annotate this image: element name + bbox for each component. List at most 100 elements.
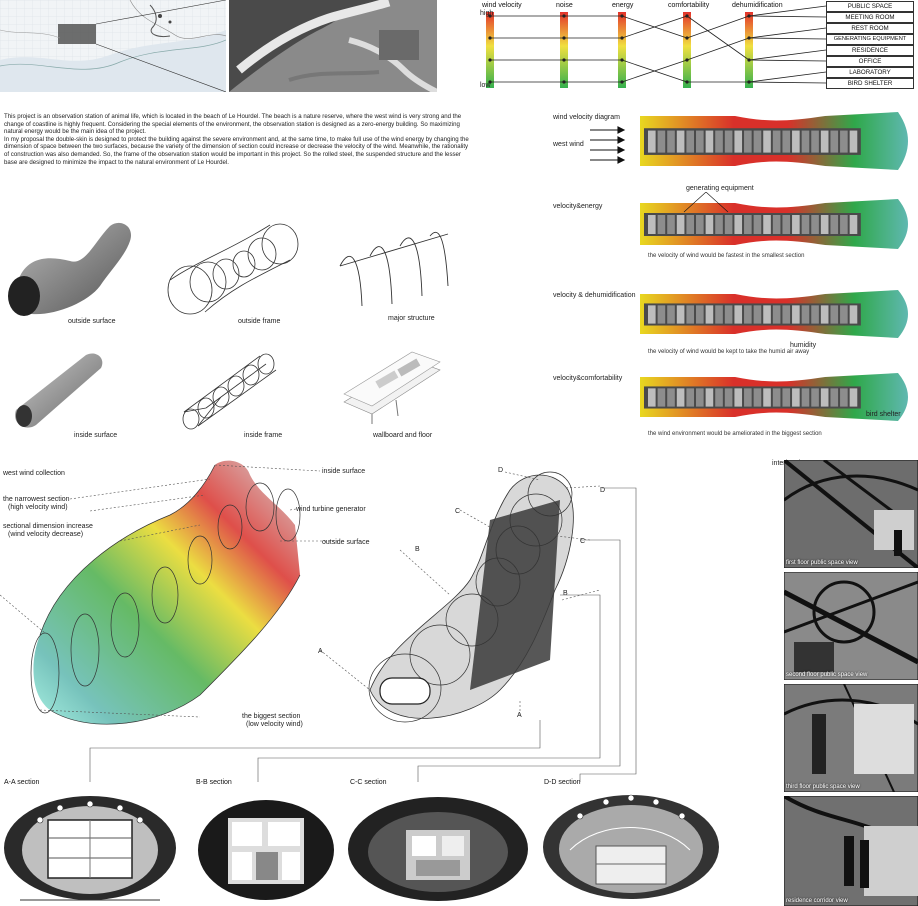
function-residence: RESIDENCE <box>826 45 914 56</box>
matrix-col-dehumid: dehumidification <box>732 2 783 9</box>
wind-arrows <box>588 124 628 164</box>
section-strip-room <box>792 130 800 153</box>
caption-second-floor: second floor public space view <box>786 672 868 678</box>
section-strip-room <box>772 215 781 234</box>
section-strip-room <box>686 305 695 324</box>
annot-bird-shelter: bird shelter <box>866 411 901 418</box>
section-strip-room <box>744 305 752 324</box>
label-west-wind: west wind <box>553 141 584 148</box>
section-strip-room <box>849 305 858 324</box>
section-strip-room <box>830 388 839 407</box>
section-strip-room <box>667 215 675 234</box>
section-strip-room <box>801 388 810 407</box>
section-strip-room <box>820 305 829 324</box>
section-strip-room <box>715 215 723 234</box>
scale-high: high <box>480 10 494 17</box>
section-strip-room <box>820 130 829 153</box>
section-strip-room <box>724 215 733 234</box>
section-strip-room <box>840 388 848 407</box>
label-biggest-sub: (low velocity wind) <box>246 721 303 728</box>
axo-structure <box>300 460 640 750</box>
section-strip-room <box>772 388 781 407</box>
cut-letter-c-left: C <box>455 508 461 515</box>
caption-energy: the velocity of wind would be fastest in… <box>648 253 805 259</box>
section-strip-room <box>782 388 791 407</box>
caption-residence-corridor: residence corridor view <box>786 898 848 904</box>
section-strip-room <box>772 130 781 153</box>
label-wallboard-floor: wallboard and floor <box>373 432 433 439</box>
cut-letter-a-left: A <box>318 648 323 655</box>
section-strip-room <box>840 130 848 153</box>
title-comfortability: velocity&comfortability <box>553 375 623 382</box>
section-strip-room <box>849 130 858 153</box>
section-strip-room <box>744 130 752 153</box>
cut-letter-b-right: B <box>563 590 568 597</box>
aerial-photo <box>229 0 437 92</box>
section-strip-room <box>830 130 839 153</box>
section-strip-room <box>705 130 714 153</box>
section-strip-room <box>782 215 791 234</box>
caption-comfortability: the wind environment would be ameliorate… <box>648 431 822 437</box>
interior-third-floor: third floor public space view <box>784 684 918 792</box>
caption-third-floor: third floor public space view <box>786 784 860 790</box>
section-strip-room <box>753 388 762 407</box>
section-strip-room <box>648 130 656 153</box>
intro-paragraph-1: This project is an observation station o… <box>4 113 462 136</box>
section-strip-room <box>792 215 800 234</box>
section-strip-room <box>715 388 723 407</box>
section-strip-room <box>830 305 839 324</box>
section-strip-room <box>753 305 762 324</box>
section-strip-room <box>676 305 685 324</box>
matrix-lines <box>486 5 827 88</box>
section-strip-room <box>811 305 819 324</box>
section-strip-room <box>801 215 810 234</box>
label-narrowest-sub: (high velocity wind) <box>8 504 68 511</box>
section-strip-room <box>686 388 695 407</box>
label-inside-frame: inside frame <box>244 432 283 439</box>
function-rest-room: REST ROOM <box>826 23 914 34</box>
diagram-wind-velocity <box>640 112 918 170</box>
label-outside-surface: outside surface <box>68 318 116 325</box>
function-generating-equipment: GENERATING EQUIPMENT <box>826 34 914 45</box>
bar-wind <box>486 12 494 88</box>
section-strip-room <box>667 388 675 407</box>
bar-energy <box>618 12 626 88</box>
section-strip-room <box>753 215 762 234</box>
section-strip-room <box>734 388 743 407</box>
label-outside-surface-axo: outside surface <box>322 539 370 546</box>
section-strip-room <box>667 130 675 153</box>
cut-letter-a-right: A <box>517 712 522 719</box>
interior-residence-corridor: residence corridor view <box>784 796 918 906</box>
section-strip-room <box>648 215 656 234</box>
matrix-col-comfort: comfortability <box>668 2 710 9</box>
component-inside-frame <box>176 350 286 430</box>
intro-text: This project is an observation station o… <box>4 113 472 166</box>
section-strip-room <box>849 388 858 407</box>
label-biggest-section: the biggest section <box>242 713 301 720</box>
interior-first-floor: first floor public space view <box>784 460 918 568</box>
function-meeting-room: MEETING ROOM <box>826 12 914 23</box>
section-strip-room <box>705 305 714 324</box>
section-strip-room <box>734 130 743 153</box>
label-west-wind-collection: west wind collection <box>3 470 65 477</box>
section-strip-room <box>840 215 848 234</box>
section-strip-room <box>801 130 810 153</box>
section-strip-room <box>840 305 848 324</box>
section-strip-room <box>715 130 723 153</box>
section-strip-room <box>763 130 771 153</box>
annot-generating-equipment: generating equipment <box>686 185 754 192</box>
label-turbine: wind turbine generator <box>296 506 366 513</box>
section-strip-room <box>724 130 733 153</box>
section-strip-room <box>648 388 656 407</box>
section-strip-room <box>782 305 791 324</box>
section-strip-room <box>696 130 704 153</box>
cut-letter-d-right: D <box>600 487 606 494</box>
section-strip-room <box>657 305 666 324</box>
section-dd <box>540 790 722 904</box>
section-strip-room <box>676 388 685 407</box>
section-strip-room <box>648 305 656 324</box>
title-energy: velocity&energy <box>553 203 603 210</box>
component-outside-surface <box>0 216 150 326</box>
section-strip-room <box>763 305 771 324</box>
diagram-comfortability <box>640 373 918 421</box>
